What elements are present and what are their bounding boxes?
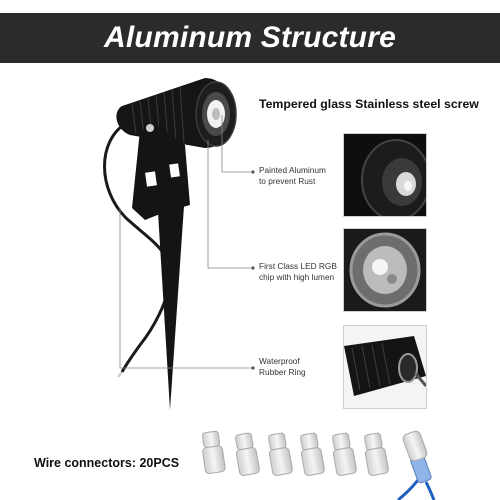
- callout-line: Waterproof: [259, 356, 300, 366]
- callout-painted-aluminum: Painted Aluminum to prevent Rust: [259, 165, 326, 187]
- detail-photo-housing: [343, 133, 427, 217]
- ground-spike: [158, 206, 184, 410]
- connector-cap: [300, 432, 325, 476]
- callout-line: chip with high lumen: [259, 272, 335, 282]
- headline-text: Tempered glass Stainless steel screw: [259, 97, 479, 111]
- title-banner: Aluminum Structure: [0, 13, 500, 63]
- connector-cap: [364, 432, 389, 476]
- callout-line: First Class LED RGB: [259, 261, 337, 271]
- callout-line: Painted Aluminum: [259, 165, 326, 175]
- detail-photo-led-chip: [343, 228, 427, 312]
- connector-cap: [201, 430, 226, 474]
- callout-line: Rubber Ring: [259, 367, 306, 377]
- callout-line: to prevent Rust: [259, 176, 316, 186]
- mounting-bracket: [132, 124, 190, 220]
- connector-cap: [332, 432, 357, 476]
- leader-lines: [119, 115, 253, 369]
- connector-cap: [268, 432, 293, 476]
- connector-cap: [235, 432, 260, 476]
- wire-connectors-label: Wire connectors: 20PCS: [34, 456, 180, 470]
- banner-title: Aluminum Structure: [104, 21, 396, 54]
- cable-wire-end: [117, 371, 123, 378]
- connector-with-wires: [397, 430, 436, 500]
- detail-photo-rubber-ring: [343, 325, 427, 409]
- callout-led-chip: First Class LED RGB chip with high lumen: [259, 261, 337, 283]
- callout-rubber-ring: Waterproof Rubber Ring: [259, 356, 306, 378]
